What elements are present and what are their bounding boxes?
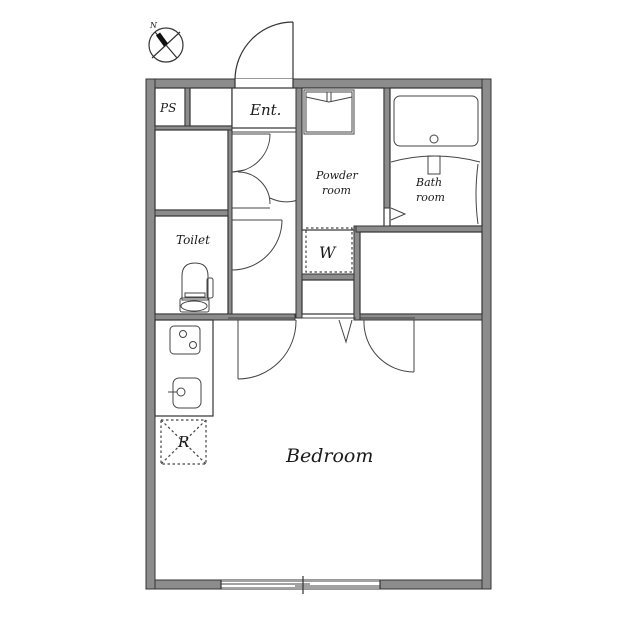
powder-room-label-2: room [322, 184, 351, 197]
powder-room-label-1: Powder [315, 169, 359, 182]
entrance-label: Ent. [249, 101, 281, 119]
toilet-room [154, 215, 229, 315]
bath-door [390, 207, 407, 221]
closet [154, 129, 229, 211]
powder-door [269, 197, 299, 203]
bath-room-label-2: room [416, 191, 445, 204]
refrigerator-space [160, 419, 207, 465]
bath-room [389, 87, 483, 227]
bath-room-label-1: Bath [415, 176, 442, 189]
closet-doors [231, 133, 271, 209]
closet-door-right [363, 319, 415, 373]
bedroom-label: Bedroom [285, 445, 373, 467]
entrance-area [231, 87, 299, 129]
shoe-cabinet [189, 87, 233, 127]
toilet-door [231, 219, 283, 271]
refrigerator-label: R [177, 433, 189, 451]
utility-cupboard [301, 279, 355, 315]
kitchen-counter [154, 319, 214, 417]
bedroom-door-left [237, 319, 297, 380]
washer-label: W [319, 243, 337, 262]
toilet-label: Toilet [176, 233, 210, 247]
stove-icon [169, 325, 201, 355]
toilet-fixture-icon [179, 262, 214, 313]
bedroom-closet [359, 231, 483, 315]
outer-walls [145, 78, 492, 594]
powder-room [301, 87, 385, 231]
entrance-door [234, 21, 294, 88]
ps-label: PS [159, 101, 176, 115]
ps-closet [154, 87, 186, 127]
bathtub-icon [390, 95, 481, 225]
compass-label: N [149, 21, 158, 30]
sink-icon [168, 377, 202, 409]
compass-north-icon: N [148, 21, 184, 63]
utility-door [338, 319, 353, 344]
washbasin-icon [303, 89, 355, 135]
